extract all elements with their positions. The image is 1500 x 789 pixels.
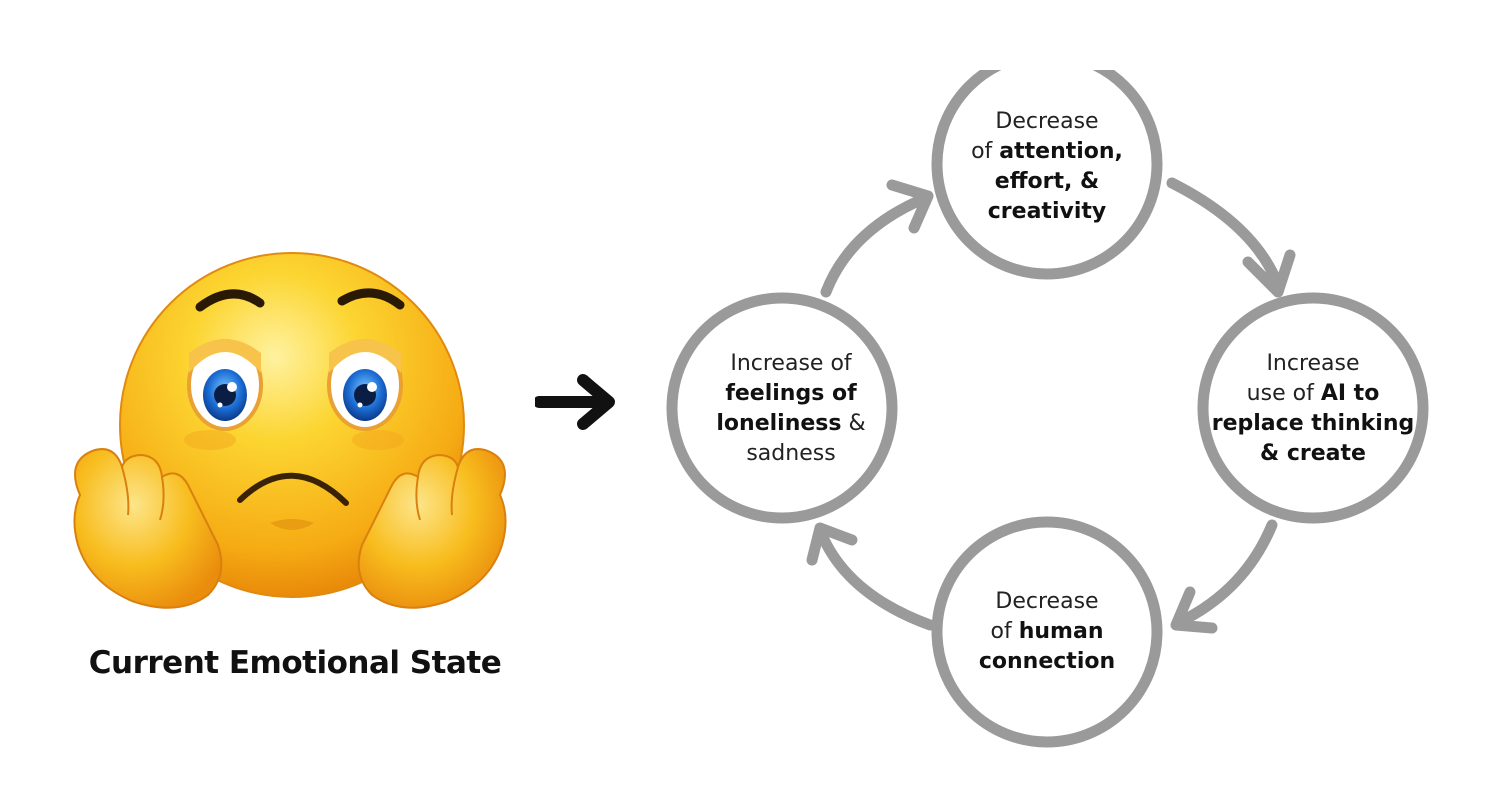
- arrowhead-bottom-to-left: [806, 522, 858, 566]
- arrowhead-top-to-right: [1242, 249, 1296, 298]
- node-left-text: Increase of feelings of loneliness & sad…: [716, 351, 866, 466]
- hand-right: [357, 448, 507, 609]
- sad-face-emoji-icon: [73, 252, 507, 609]
- eyebrow-right: [337, 288, 405, 310]
- caption: Current Emotional State: [88, 645, 502, 681]
- node-right-circle: [1197, 292, 1429, 524]
- arc-left-to-top: [820, 192, 931, 298]
- arc-bottom-to-left: [816, 529, 936, 631]
- arc-top-to-right: [1166, 177, 1284, 291]
- arc-right-to-bottom: [1174, 519, 1278, 628]
- node-top-text: Decrease of attention, effort, & creativ…: [971, 109, 1123, 224]
- arrowhead-left-to-top: [886, 179, 934, 234]
- node-bottom-text: Decrease of human connection: [978, 589, 1116, 674]
- node-right-text: Increase use of AI to replace thinking &…: [1211, 351, 1415, 466]
- cycle-diagram: [666, 70, 1429, 748]
- emoji-mouth: [237, 472, 349, 506]
- arrow-right-icon: [535, 374, 615, 430]
- node-bottom-circle: [931, 516, 1163, 748]
- node-left-circle: [666, 292, 898, 524]
- arrowhead-right-to-bottom: [1170, 586, 1218, 634]
- node-top-circle: [931, 70, 1163, 280]
- eyebrow-left: [195, 289, 265, 312]
- hand-left: [73, 448, 223, 609]
